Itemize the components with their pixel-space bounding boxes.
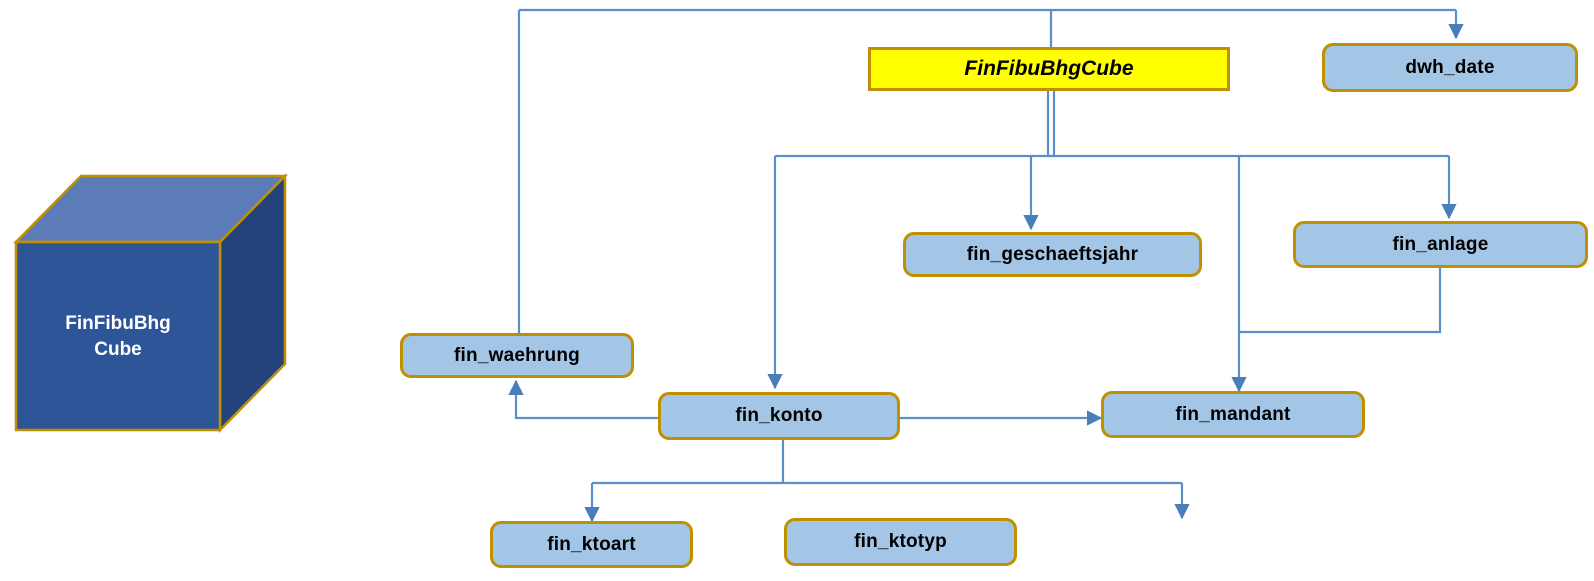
edge-fin_anlage-fin_mandant (1239, 268, 1442, 334)
cube-label: FinFibuBhg Cube (16, 311, 220, 363)
cube-label-line1: FinFibuBhg (65, 313, 171, 334)
node-fin_ktoart[interactable]: fin_ktoart (490, 521, 693, 568)
node-fin_ktotyp[interactable]: fin_ktotyp (784, 518, 1017, 566)
node-fin_geschaeftsjahr[interactable]: fin_geschaeftsjahr (903, 232, 1202, 277)
node-fin_mandant[interactable]: fin_mandant (1101, 391, 1365, 438)
edge-fin_konto-fin_waehrung (508, 379, 658, 420)
node-finfibubhgcube[interactable]: FinFibuBhgCube (868, 47, 1230, 91)
node-fin_anlage[interactable]: fin_anlage (1293, 221, 1588, 268)
node-fin_konto[interactable]: fin_konto (658, 392, 900, 440)
node-dwh_date[interactable]: dwh_date (1322, 43, 1578, 92)
cube-front-face (14, 240, 222, 432)
cube-label-line2: Cube (94, 339, 142, 360)
finfibubhg-cube-3d: FinFibuBhg Cube (8, 168, 293, 438)
node-fin_waehrung[interactable]: fin_waehrung (400, 333, 634, 378)
